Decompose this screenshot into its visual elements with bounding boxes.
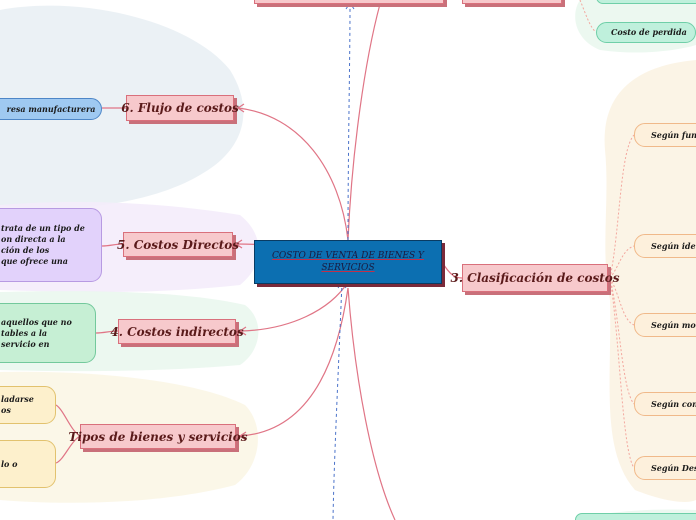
leaf-segun-des-text: Según Des — [651, 462, 696, 473]
connector-flujo — [237, 107, 349, 241]
leaf-costo-de-perdida[interactable]: Costo de perdida — [596, 22, 696, 43]
leaf-segun-control[interactable]: Según cont — [634, 392, 696, 416]
central-topic[interactable]: COSTO DE VENTA DE BIENES Y SERVICIOS — [254, 240, 442, 284]
connector-tipos-leaf-2 — [55, 435, 81, 464]
arrow-tipos — [238, 431, 247, 441]
topic-top-center[interactable] — [254, 0, 444, 4]
connector-dashed-top — [347, 5, 351, 241]
leaf-segun-iden-text: Según iden — [651, 240, 696, 251]
connector-indirectos-leaf — [95, 330, 119, 334]
connector-top-right — [579, 0, 597, 33]
leaf-costos-indirectos-def[interactable]: aquellos que no tables a la servicio en — [0, 303, 96, 363]
leaf-tipos-2[interactable]: lo o — [0, 440, 56, 488]
leaf-flujo-text: resa manufacturera — [6, 103, 96, 114]
connector-bottom-1 — [347, 287, 396, 520]
connector-clas-mom — [609, 277, 635, 326]
leaf-segun-func-text: Según func — [651, 129, 696, 140]
connector-clas-cont — [609, 277, 635, 405]
topic-costos-directos[interactable]: 5. Costos Directos — [117, 232, 239, 257]
topic-clasificacion-de-costos[interactable]: 3. Clasificación de costos — [450, 264, 620, 292]
region-flujo — [0, 5, 244, 209]
region-clasificacion — [604, 60, 696, 502]
connector-clas-iden — [609, 245, 635, 279]
connector-clasificacion — [441, 261, 463, 279]
leaf-bottom-right-stub[interactable] — [575, 513, 696, 520]
leaf-empresa-manufacturera[interactable]: resa manufacturera — [0, 98, 102, 120]
leaf-tipos-1-text: ladarse os — [1, 394, 34, 415]
topic-indirectos-label: 4. Costos indirectos — [110, 324, 244, 339]
leaf-segun-mom-text: Según mom — [651, 319, 696, 330]
connector-clas-func — [609, 134, 635, 279]
topic-flujo-label: 6. Flujo de costos — [121, 101, 239, 115]
leaf-directos-text: trata de un tipo de on directa a la ción… — [1, 223, 85, 266]
connector-clas-des — [609, 277, 635, 469]
leaf-top-right-stub[interactable] — [596, 0, 696, 4]
topic-tipos-label: Tipos de bienes y servicios — [68, 429, 248, 444]
topic-tipos-bienes-servicios[interactable]: Tipos de bienes y servicios — [69, 424, 247, 449]
connector-tipos — [239, 287, 349, 437]
topic-flujo-de-costos[interactable]: 6. Flujo de costos — [121, 95, 239, 121]
central-topic-label: COSTO DE VENTA DE BIENES Y SERVICIOS — [272, 251, 424, 273]
connector-dashed-bottom — [332, 281, 343, 520]
leaf-tipos-1[interactable]: ladarse os — [0, 386, 56, 424]
leaf-segun-desembolso[interactable]: Según Des — [634, 456, 696, 480]
topic-clasificacion-label: 3. Clasificación de costos — [450, 271, 620, 285]
leaf-costos-directos-def[interactable]: trata de un tipo de on directa a la ción… — [0, 208, 102, 282]
arrow-indirectos — [238, 326, 247, 336]
leaf-tipos-2-text: lo o — [1, 458, 18, 469]
topic-costos-indirectos[interactable]: 4. Costos indirectos — [110, 319, 244, 344]
leaf-perdida-text: Costo de perdida — [611, 27, 687, 37]
arrow-directos — [234, 239, 243, 249]
connector-tipos-leaf-1 — [55, 404, 81, 437]
topic-top-right[interactable] — [462, 0, 562, 4]
leaf-indirectos-text: aquellos que no tables a la servicio en — [1, 316, 72, 349]
topic-directos-label: 5. Costos Directos — [116, 237, 240, 252]
connector-top-1 — [347, 3, 381, 241]
leaf-segun-identificacion[interactable]: Según iden — [634, 234, 696, 258]
leaf-segun-funcion[interactable]: Según func — [634, 123, 696, 147]
connector-indirectos — [239, 281, 349, 332]
leaf-segun-momento[interactable]: Según mom — [634, 313, 696, 337]
arrow-flujo — [236, 103, 245, 113]
connector-directos-leaf — [101, 243, 124, 247]
leaf-segun-cont-text: Según cont — [651, 398, 696, 409]
